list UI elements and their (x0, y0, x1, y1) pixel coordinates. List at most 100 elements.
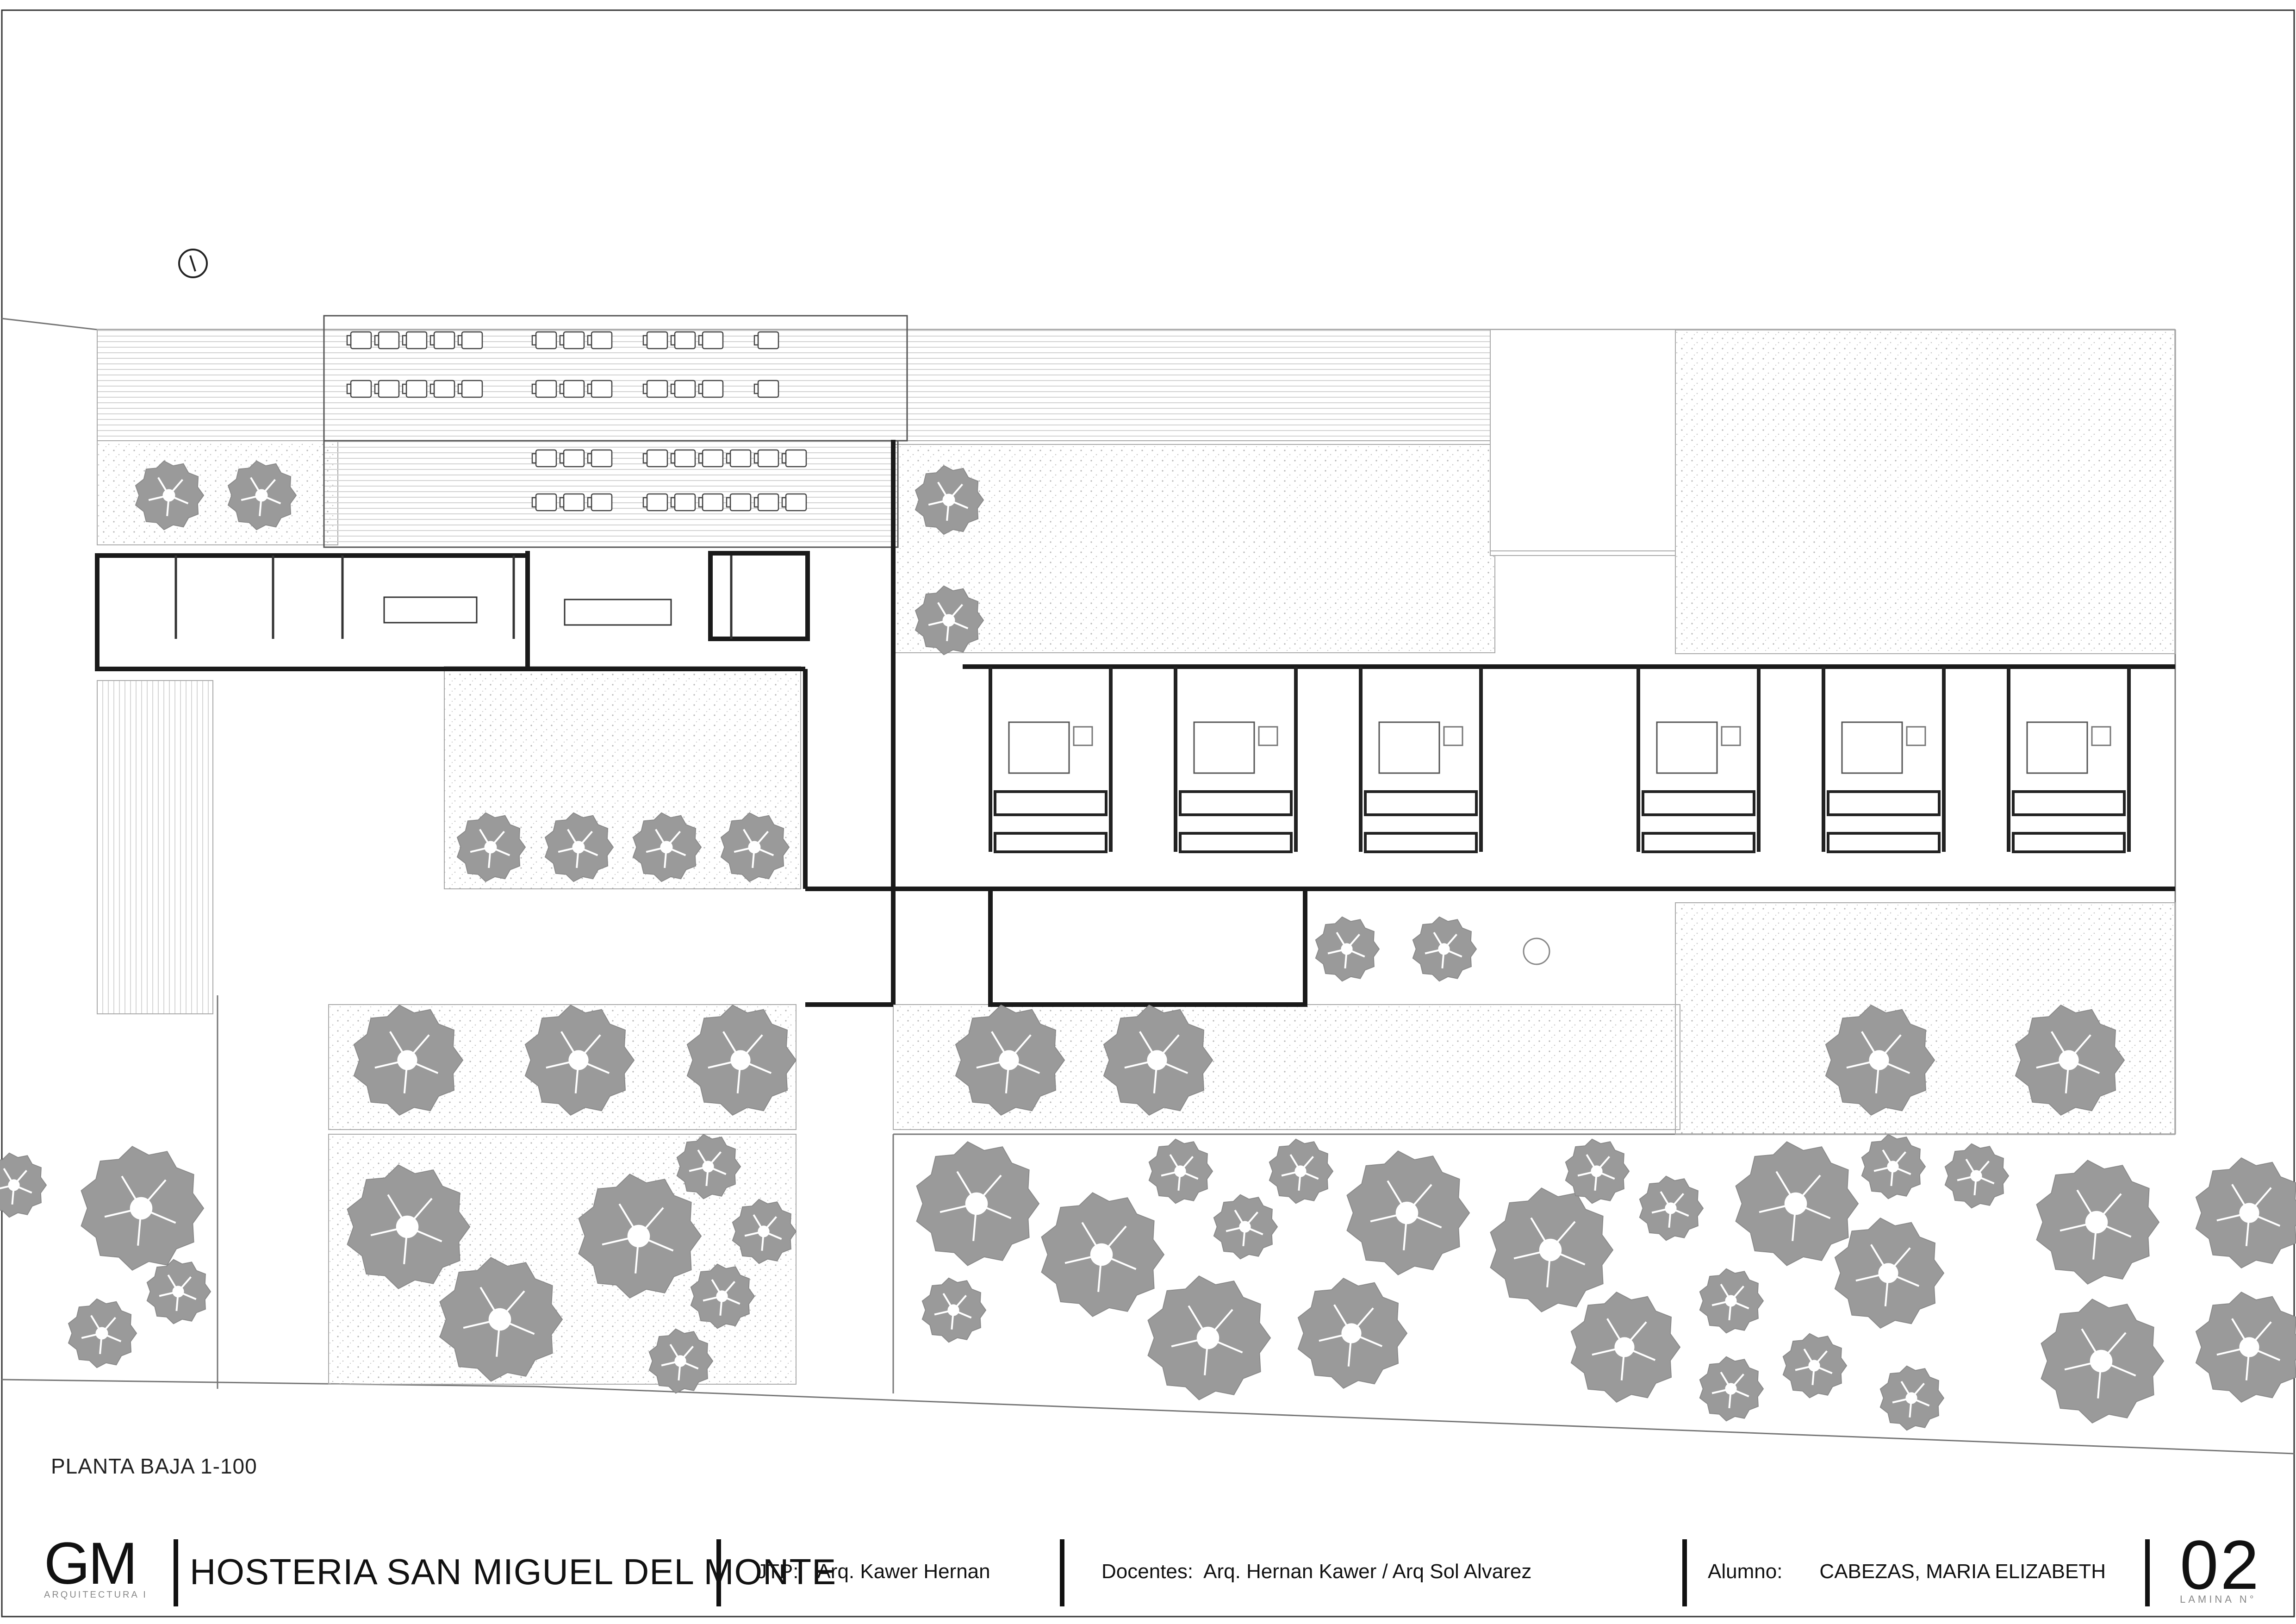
hotel-room (1359, 667, 1483, 853)
tree-icon (456, 812, 526, 882)
building-walls (95, 440, 2175, 1007)
north-arrow (178, 249, 208, 278)
table-icon (457, 331, 483, 350)
table-icon (670, 449, 696, 468)
table-icon (781, 493, 807, 512)
tree-icon (1346, 1150, 1470, 1275)
tree-icon (1639, 1175, 1704, 1241)
tree-icon (68, 1298, 137, 1368)
tree-icon (1315, 916, 1380, 982)
docentes-value: Arq. Hernan Kawer / Arq Sol Alvarez (1203, 1560, 1532, 1583)
docentes-field: Docentes: Arq. Hernan Kawer / Arq Sol Al… (1101, 1537, 1531, 1606)
table-icon (531, 493, 557, 512)
title-divider (174, 1539, 178, 1606)
tree-icon (921, 1277, 987, 1343)
tree-icon (1834, 1217, 1945, 1329)
logo-text: GM (44, 1530, 137, 1597)
tree-icon (2041, 1299, 2165, 1424)
hotel-room (989, 667, 1113, 853)
table-icon (346, 380, 372, 398)
table-icon (531, 331, 557, 350)
tree-icon (1825, 1004, 1935, 1116)
table-icon (429, 331, 455, 350)
alumno-value: CABEZAS, MARIA ELIZABETH (1819, 1560, 2106, 1583)
table-icon (726, 449, 752, 468)
table-icon (642, 449, 668, 468)
table-icon (374, 380, 400, 398)
table-icon (346, 331, 372, 350)
table-icon (698, 493, 724, 512)
jtp-label: JTP: (757, 1560, 799, 1583)
table-icon (698, 331, 724, 350)
table-icon (670, 493, 696, 512)
tree-icon (732, 1199, 797, 1264)
hotel-room (2007, 667, 2131, 853)
table-icon (559, 449, 585, 468)
tree-icon (916, 1141, 1040, 1266)
tree-icon (720, 812, 790, 882)
logo-subtitle: ARQUITECTURA I (44, 1590, 148, 1600)
tree-icon (1213, 1194, 1278, 1260)
tree-icon (1879, 1365, 1945, 1431)
tree-icon (439, 1257, 563, 1382)
hotel-rooms (989, 667, 2131, 853)
tree-icon (1944, 1143, 2010, 1209)
tree-icon (1782, 1333, 1848, 1399)
tree-icon (648, 1328, 714, 1394)
tree-icon (81, 1146, 205, 1271)
tree-icon (1297, 1277, 1408, 1389)
tree-icon (1269, 1138, 1334, 1204)
table-icon (670, 380, 696, 398)
drawing-caption: PLANTA BAJA 1-100 (51, 1454, 257, 1478)
table-icon (531, 449, 557, 468)
sheet-number-block: 02 LAMINA N° (2180, 1530, 2261, 1605)
restaurant-tables (346, 331, 807, 512)
interior-partitions (174, 556, 733, 639)
table-icon (587, 380, 613, 398)
alumno-label: Alumno: (1708, 1560, 1783, 1583)
tree-icon (955, 1004, 1065, 1116)
table-icon (559, 331, 585, 350)
tree-icon (1699, 1356, 1764, 1422)
table-icon (587, 493, 613, 512)
table-icon (753, 493, 779, 512)
tree-icon (135, 460, 205, 531)
table-icon (402, 380, 428, 398)
tree-icon (632, 812, 702, 882)
tree-icon (353, 1004, 464, 1116)
tree-icon (1148, 1138, 1213, 1204)
tree-icon (347, 1164, 471, 1289)
table-icon (753, 331, 779, 350)
tree-icon (1565, 1138, 1630, 1204)
docentes-label: Docentes: (1101, 1560, 1194, 1583)
title-divider (2145, 1539, 2150, 1606)
tree-icon (1147, 1275, 1271, 1400)
project-title: HOSTERIA SAN MIGUEL DEL MONTE (190, 1551, 837, 1592)
tree-icon (2195, 1291, 2296, 1403)
jtp-field: JTP: Arq. Kawer Hernan (757, 1537, 990, 1606)
table-icon (402, 331, 428, 350)
hotel-room (1822, 667, 1946, 853)
trees (0, 460, 2296, 1431)
tree-icon (1699, 1268, 1764, 1334)
table-icon (374, 331, 400, 350)
table-icon (531, 380, 557, 398)
tree-icon (1490, 1187, 1614, 1312)
table-icon (642, 380, 668, 398)
tree-icon (146, 1259, 212, 1324)
sheet-border (1, 9, 2295, 1618)
tree-icon (690, 1263, 755, 1329)
title-divider (716, 1539, 721, 1606)
table-icon (587, 449, 613, 468)
tree-icon (524, 1004, 635, 1116)
table-icon (670, 331, 696, 350)
table-icon (559, 493, 585, 512)
tree-icon (915, 585, 984, 656)
title-block-logo: GM ARQUITECTURA I (44, 1530, 148, 1605)
hotel-room (1174, 667, 1298, 853)
tree-icon (2036, 1160, 2160, 1285)
table-icon (642, 331, 668, 350)
table-icon (698, 380, 724, 398)
tree-icon (227, 460, 297, 531)
